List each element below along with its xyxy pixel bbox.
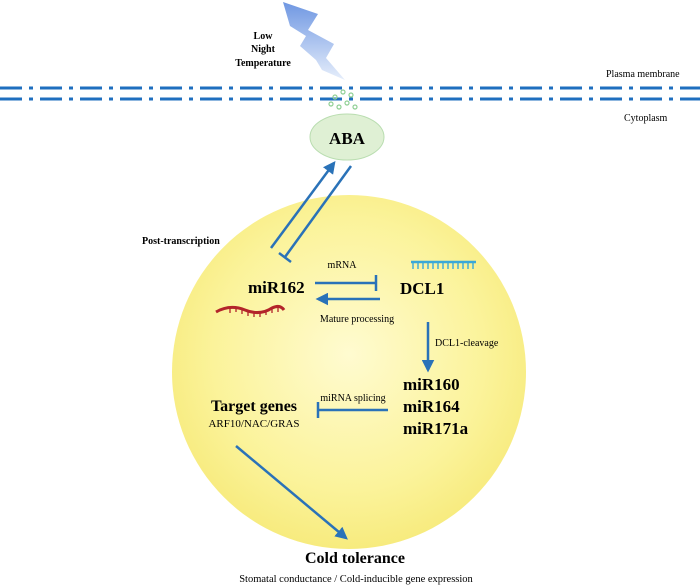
inhibit-mir162-to-dcl1 (315, 275, 378, 291)
mature-processing-label: Mature processing (320, 314, 394, 325)
cold-tolerance-subtitle: Stomatal conductance / Cold-inducible ge… (239, 574, 473, 585)
plasma-membrane-label: Plasma membrane (606, 69, 680, 80)
mrna-label: mRNA (328, 260, 358, 271)
mir171a-label: miR171a (403, 419, 469, 438)
mir160-label: miR160 (403, 375, 460, 394)
stimulus-line3: Temperature (235, 58, 291, 69)
cell-body (172, 195, 526, 549)
mir162-rna-ticks (229, 307, 279, 317)
dcl1-mrna-icon (411, 260, 476, 269)
mirna-splicing-label: miRNA splicing (320, 393, 385, 404)
cold-tolerance-title: Cold tolerance (305, 550, 405, 567)
arrow-mir162-to-aba (269, 160, 336, 249)
mir162-rna-icon (215, 304, 286, 315)
lightning-bolt-icon (283, 2, 345, 80)
plasma-membrane (0, 86, 700, 101)
target-genes-list: ARF10/NAC/GRAS (208, 418, 299, 430)
arrow-target-to-cold-tolerance (235, 445, 348, 540)
aba-label: ABA (329, 129, 366, 148)
inhibit-aba-to-mir162 (278, 165, 353, 263)
aba-ellipse (309, 113, 385, 161)
dcl1-label: DCL1 (400, 279, 444, 298)
aba-release-dots (328, 89, 358, 110)
cytoplasm-label: Cytoplasm (624, 113, 668, 124)
target-genes-label: Target genes (211, 398, 297, 415)
dcl1-cleavage-label: DCL1-cleavage (435, 338, 499, 349)
inhibit-mirna-to-target (316, 402, 388, 418)
post-transcription-label: Post-transcription (142, 236, 220, 247)
mir164-label: miR164 (403, 397, 460, 416)
stimulus-line1: Low (254, 31, 274, 42)
stimulus-line2: Night (251, 44, 276, 55)
mir162-label: miR162 (248, 278, 305, 297)
